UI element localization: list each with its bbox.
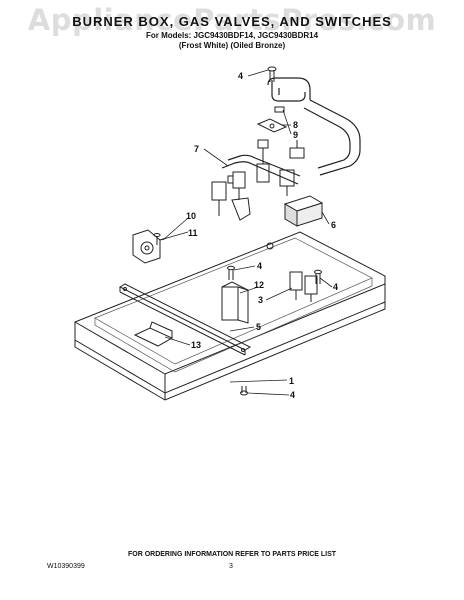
callout-8: 8	[293, 120, 298, 130]
callout-11: 11	[188, 228, 198, 238]
valve-assembly-3	[289, 271, 318, 302]
screw-top	[267, 66, 277, 82]
callout-12: 12	[254, 280, 264, 290]
screw-11	[153, 233, 161, 245]
screw-mid	[227, 265, 235, 280]
leader-lines	[159, 69, 333, 396]
callout-4-bottom: 4	[290, 390, 295, 400]
page-number: 3	[229, 563, 233, 570]
front-brace	[118, 283, 252, 356]
floor-hole	[266, 242, 274, 250]
callout-7: 7	[194, 144, 199, 154]
burner-box	[74, 231, 386, 401]
finish-names: (Frost White) (Oiled Bronze)	[178, 41, 286, 50]
callout-10: 10	[186, 211, 196, 221]
callout-6: 6	[331, 220, 336, 230]
gas-manifold	[221, 77, 361, 185]
igniter-switch	[132, 229, 167, 264]
callout-13: 13	[191, 340, 201, 350]
callout-4-top: 4	[238, 71, 243, 81]
document-number: W10390399	[47, 563, 85, 570]
ordering-note: FOR ORDERING INFORMATION REFER TO PARTS …	[127, 551, 337, 558]
cover-block	[283, 195, 324, 227]
screw-bottom	[240, 386, 248, 396]
valve-center	[256, 139, 270, 183]
callout-4-right: 4	[333, 282, 338, 292]
callout-5: 5	[256, 322, 261, 332]
screw-9	[274, 106, 285, 113]
callout-3: 3	[258, 295, 263, 305]
valve-left	[211, 171, 251, 221]
page-title: BURNER BOX, GAS VALVES, AND SWITCHES	[72, 14, 392, 29]
callout-1: 1	[289, 376, 294, 386]
model-numbers: For Models: JGC9430BDF14, JGC9430BDR14	[145, 31, 319, 40]
callout-4-mid: 4	[257, 261, 262, 271]
callout-9: 9	[293, 130, 298, 140]
bracket-plate	[256, 118, 288, 133]
valve-right	[279, 140, 305, 196]
callout-labels: 4 8 9 7 10 11 6 4 12 3 4 5 13 1 4	[186, 71, 338, 400]
